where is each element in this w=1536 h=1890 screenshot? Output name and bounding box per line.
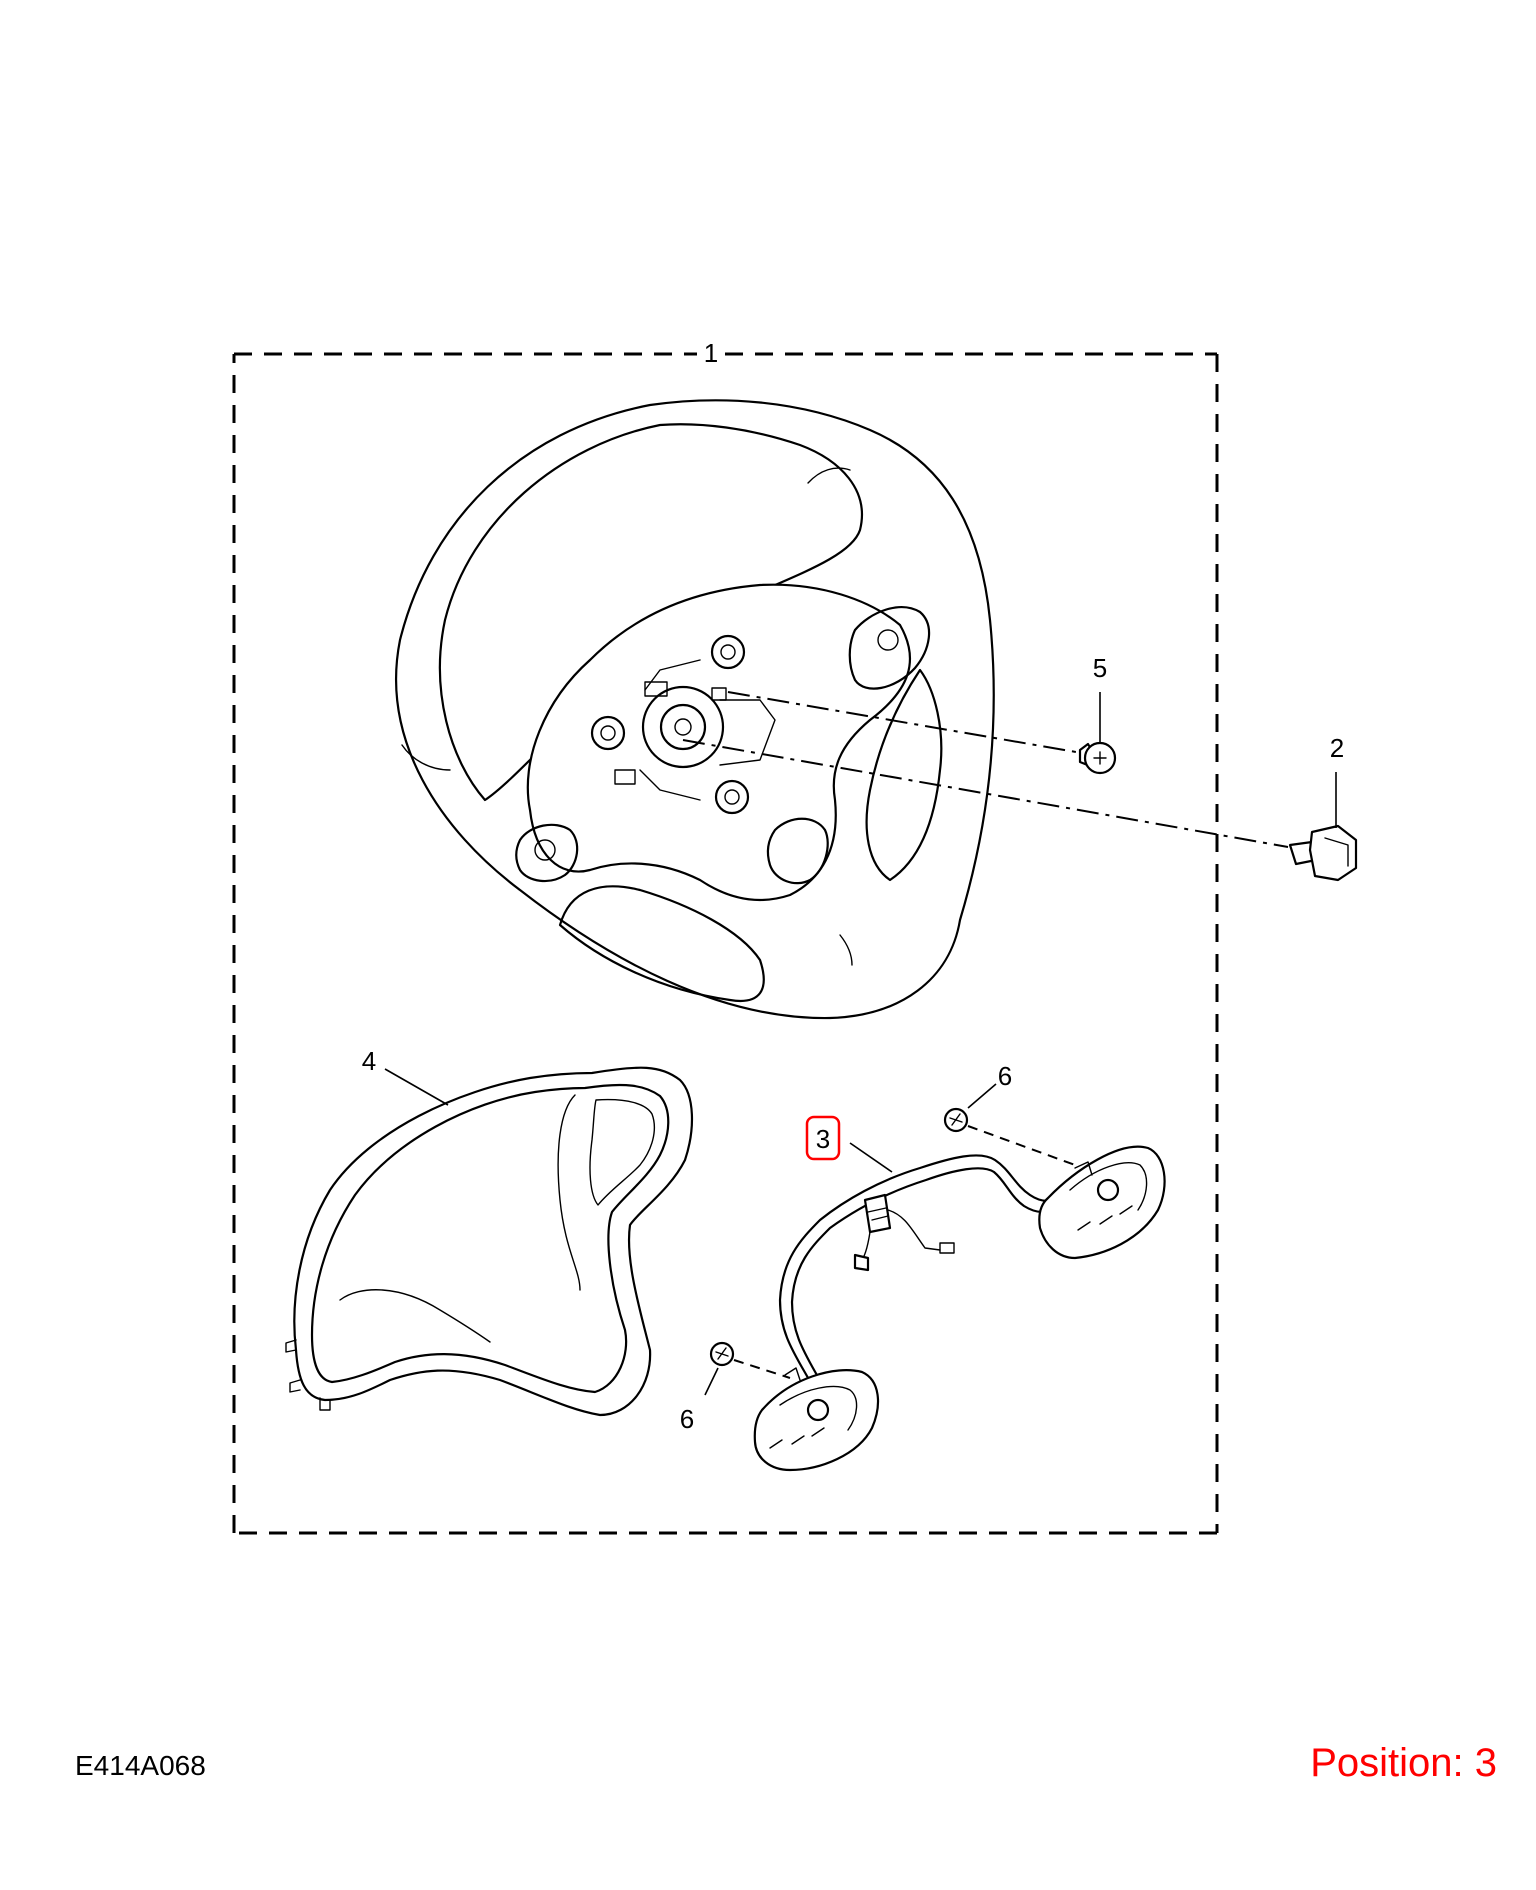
callout-6-top-label: 6 (998, 1061, 1012, 1091)
trim-bezel-item-4 (285, 1066, 693, 1417)
bolt-item-2 (1288, 824, 1358, 882)
selected-position-label: Position: 3 (1310, 1741, 1497, 1785)
callout-2-label: 2 (1330, 733, 1344, 763)
fastener-centerlines (682, 691, 1289, 848)
screw-item-6-lower (709, 1341, 791, 1379)
screw-item-6-upper (943, 1107, 1076, 1166)
diagram-code: E414A068 (75, 1750, 206, 1781)
kit-boundary-frame (232, 352, 1219, 1535)
callout-6-bottom-label: 6 (680, 1404, 694, 1434)
screw-item-5 (1078, 741, 1117, 775)
leader-lines (384, 692, 1337, 1396)
callout-3-label: 3 (816, 1124, 830, 1154)
callout-5-label: 5 (1093, 653, 1107, 683)
callout-1-label: 1 (704, 338, 718, 368)
callout-4-label: 4 (362, 1046, 376, 1076)
switch-harness-item-3 (753, 1145, 1166, 1472)
callout-3-highlight (805, 1115, 841, 1161)
steering-wheel (395, 399, 995, 1020)
